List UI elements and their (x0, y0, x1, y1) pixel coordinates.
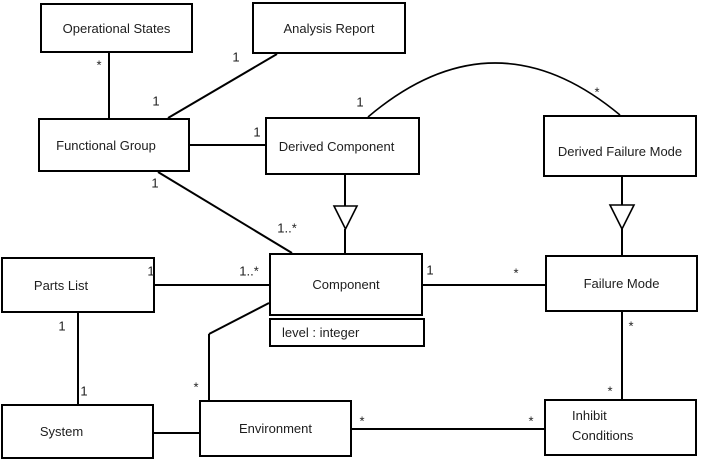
class-name-label: Parts List (33, 277, 89, 293)
class-name-label: Environment (239, 421, 312, 436)
multiplicity-label: 1 (80, 383, 88, 399)
class-box-derived-component[interactable]: Derived Component (265, 117, 420, 175)
generalization-triangle-icon (608, 204, 636, 231)
multiplicity-label: 1 (253, 124, 261, 140)
multiplicity-label: * (528, 413, 534, 429)
multiplicity-label: 1 (147, 263, 155, 279)
multiplicity-label: 1 (356, 94, 364, 110)
multiplicity-label: 1 (232, 49, 240, 65)
multiplicity-label: * (628, 318, 634, 334)
class-box-failure-mode[interactable]: Failure Mode (545, 255, 698, 312)
class-name-label: Conditions (572, 428, 634, 443)
class-box-operational-states[interactable]: Operational States (40, 3, 193, 53)
class-name-label: Component (312, 277, 380, 292)
multiplicity-label: * (96, 57, 102, 73)
functional-group--component-line (157, 171, 293, 254)
class-name-label: Functional Group (56, 137, 156, 153)
class-name-label: Analysis Report (283, 20, 375, 36)
multiplicity-label: * (193, 379, 199, 395)
analysis-report--functional-group-line (167, 53, 278, 119)
multiplicity-label: * (607, 383, 613, 399)
derived-component--derived-failure-mode-arc (367, 62, 621, 118)
class-name-label: System (39, 424, 84, 439)
class-box-system[interactable]: System (1, 404, 154, 459)
class-name-label: Derived Component (278, 138, 395, 154)
multiplicity-label: * (359, 413, 365, 429)
class-box-functional-group[interactable]: Functional Group (38, 118, 190, 172)
environment--component-line (208, 302, 270, 335)
class-name-label: Inhibit (572, 408, 607, 423)
class-name-label: Derived Failure Mode (557, 143, 683, 159)
multiplicity-label: * (513, 265, 519, 281)
attribute-label: level : integer (282, 325, 360, 340)
multiplicity-label: 1 (58, 318, 66, 334)
class-name-label: Operational States (62, 20, 171, 36)
class-box-derived-failure-mode[interactable]: Derived Failure Mode (543, 115, 697, 177)
multiplicity-label: 1 (152, 93, 160, 109)
class-box-analysis-report[interactable]: Analysis Report (252, 2, 406, 54)
multiplicity-label: * (594, 84, 600, 100)
class-attributes-component[interactable]: level : integer (269, 318, 425, 347)
class-box-component[interactable]: Component (269, 253, 423, 316)
multiplicity-label: 1..* (277, 220, 297, 236)
multiplicity-label: 1 (151, 175, 159, 191)
class-name-label: Failure Mode (583, 276, 660, 291)
generalization-triangle-icon (332, 205, 359, 231)
multiplicity-label: 1 (426, 262, 434, 278)
class-box-environment[interactable]: Environment (199, 400, 352, 457)
class-box-parts-list[interactable]: Parts List (1, 257, 155, 313)
multiplicity-label: 1..* (239, 263, 259, 279)
